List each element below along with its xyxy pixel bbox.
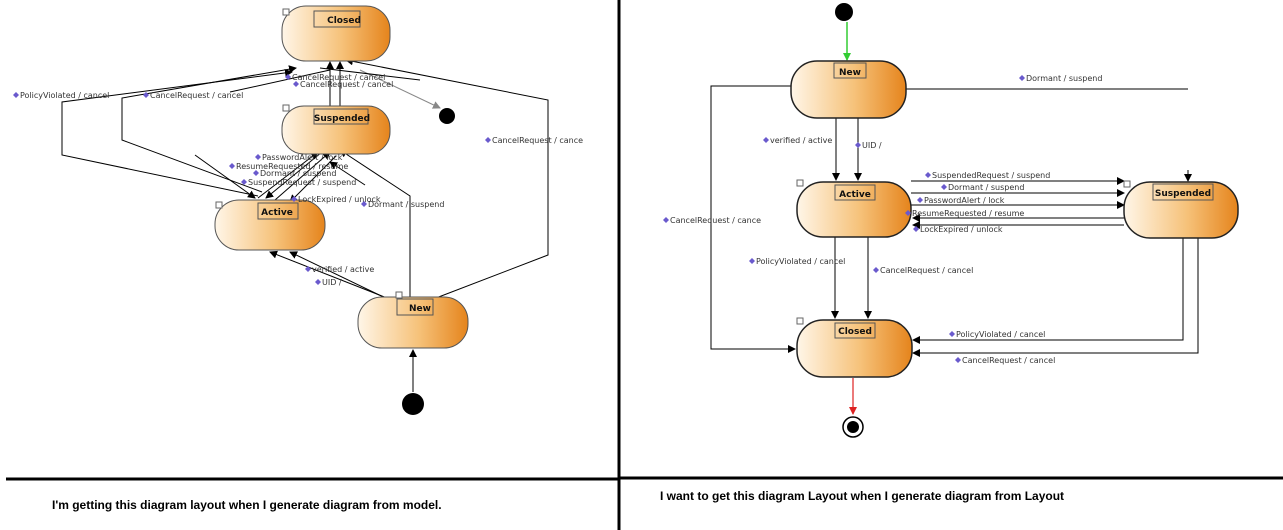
- left-label-verified: verified / active: [312, 265, 374, 274]
- left-panel: Closed Suspended Active New PolicyViolat…: [13, 5, 583, 415]
- transition-marker-icon: [293, 81, 299, 87]
- transition-marker-icon: [763, 137, 769, 143]
- transition-marker-icon: [1019, 75, 1025, 81]
- left-labels: PolicyViolated / cancel CancelRequest / …: [13, 73, 583, 287]
- right-state-new-label: New: [839, 68, 861, 78]
- transition-marker-icon: [663, 217, 669, 223]
- left-caption: I'm getting this diagram layout when I g…: [52, 498, 442, 512]
- left-edge-top-cross-2: [319, 67, 421, 81]
- left-edge-active-suspended-4: [329, 161, 366, 186]
- left-state-suspended[interactable]: Suspended: [281, 104, 391, 155]
- right-label-dormant-mid: Dormant / suspend: [948, 183, 1024, 192]
- left-edge-new-active-2: [289, 251, 399, 305]
- right-state-new[interactable]: New: [790, 60, 907, 119]
- transition-marker-icon: [315, 279, 321, 285]
- right-label-policy-violated-left: PolicyViolated / cancel: [756, 257, 845, 266]
- left-final-state: [439, 108, 455, 124]
- right-state-closed-label: Closed: [838, 327, 872, 337]
- transition-marker-icon: [291, 196, 297, 202]
- left-label-cancel-request-outer: CancelRequest / cancel: [150, 91, 243, 100]
- right-state-suspended-label: Suspended: [1155, 189, 1211, 199]
- right-state-active[interactable]: Active: [796, 179, 912, 238]
- left-edge-active-suspended-1: [257, 151, 319, 199]
- right-panel: New Active Suspended Closed Dormant / su…: [663, 3, 1239, 438]
- right-label-dormant-top: Dormant / suspend: [1026, 74, 1102, 83]
- left-edge-new-active-1: [269, 250, 393, 301]
- right-label-cancel-request-left: CancelRequest / cance: [670, 216, 761, 225]
- transition-marker-icon: [229, 163, 235, 169]
- left-state-closed[interactable]: Closed: [281, 5, 391, 62]
- transition-marker-icon: [855, 142, 861, 148]
- right-edge-suspended-closed-policy: [912, 238, 1184, 344]
- left-edge-suspended-active-2: [289, 155, 337, 203]
- right-initial-state: [835, 3, 853, 21]
- transition-marker-icon: [905, 210, 911, 216]
- right-labels: Dormant / suspend verified / active UID …: [663, 74, 1102, 365]
- right-edge-suspended-closed-cancel: [912, 238, 1199, 357]
- left-state-new-label: New: [409, 304, 431, 314]
- left-initial-state: [402, 393, 424, 415]
- left-edge-cancel-request-outer: [121, 65, 297, 193]
- left-edge-closed-final: [359, 69, 441, 109]
- right-edge-new-closed-cancel: [710, 85, 796, 353]
- left-transitions: [61, 57, 549, 392]
- left-label-cancel-request-right: CancelRequest / cance: [492, 136, 583, 145]
- transition-marker-icon: [485, 137, 491, 143]
- transition-marker-icon: [873, 267, 879, 273]
- right-state-suspended[interactable]: Suspended: [1123, 180, 1239, 239]
- left-label-resume-requested: ResumeRequested / resume: [236, 162, 348, 171]
- left-label-dormant-mid: Dormant / suspend: [260, 169, 336, 178]
- right-label-verified: verified / active: [770, 136, 832, 145]
- transition-marker-icon: [749, 258, 755, 264]
- transition-marker-icon: [241, 179, 247, 185]
- transition-marker-icon: [913, 226, 919, 232]
- right-state-closed[interactable]: Closed: [796, 317, 913, 378]
- right-caption: I want to get this diagram Layout when I…: [660, 489, 1065, 503]
- left-edge-active-suspended-3: [194, 154, 256, 199]
- left-label-uid: UID /: [322, 278, 342, 287]
- right-final-state: [847, 421, 859, 433]
- left-label-policy-violated: PolicyViolated / cancel: [20, 91, 109, 100]
- transition-marker-icon: [941, 184, 947, 190]
- transition-marker-icon: [255, 154, 261, 160]
- right-label-suspended-request: SuspendedRequest / suspend: [932, 171, 1050, 180]
- transition-marker-icon: [285, 74, 291, 80]
- right-label-lock-expired: LockExpired / unlock: [920, 225, 1003, 234]
- left-label-suspend-request: SuspendRequest / suspend: [248, 178, 356, 187]
- right-label-cancel-request-mid: CancelRequest / cancel: [880, 266, 973, 275]
- right-state-active-label: Active: [839, 190, 871, 200]
- transition-marker-icon: [955, 357, 961, 363]
- left-label-password-alert: PasswordAlert / lock: [262, 153, 343, 162]
- transition-marker-icon: [143, 92, 149, 98]
- transition-marker-icon: [917, 197, 923, 203]
- left-label-dormant-right: Dormant / suspend: [368, 200, 444, 209]
- left-edge-new-closed: [345, 57, 549, 299]
- right-label-uid: UID /: [862, 141, 882, 150]
- transition-marker-icon: [253, 170, 259, 176]
- left-state-closed-label: Closed: [327, 16, 361, 26]
- left-state-active-label: Active: [261, 208, 293, 218]
- right-label-password-alert: PasswordAlert / lock: [924, 196, 1005, 205]
- transition-marker-icon: [361, 201, 367, 207]
- left-edge-policy-violated: [61, 68, 293, 197]
- left-edge-new-suspended: [339, 149, 411, 298]
- right-label-resume-requested: ResumeRequested / resume: [912, 209, 1024, 218]
- right-label-cancel-request-bottom: CancelRequest / cancel: [962, 356, 1055, 365]
- transition-marker-icon: [925, 172, 931, 178]
- left-state-active[interactable]: Active: [214, 199, 326, 251]
- transition-marker-icon: [949, 331, 955, 337]
- left-label-cancel-request-top1: CancelRequest / cancel: [292, 73, 385, 82]
- left-edge-top-cross: [229, 69, 331, 93]
- left-state-new[interactable]: New: [357, 291, 469, 349]
- transition-marker-icon: [305, 266, 311, 272]
- transition-marker-icon: [13, 92, 19, 98]
- left-edge-suspended-active-1: [265, 151, 323, 199]
- left-edge-active-suspended-2: [274, 151, 331, 201]
- right-label-policy-violated-right: PolicyViolated / cancel: [956, 330, 1045, 339]
- right-transitions: [710, 22, 1199, 415]
- left-label-cancel-request-top2: CancelRequest / cancel: [300, 80, 393, 89]
- left-label-lock-expired: LockExpired / unlock: [298, 195, 381, 204]
- left-state-suspended-label: Suspended: [314, 114, 370, 124]
